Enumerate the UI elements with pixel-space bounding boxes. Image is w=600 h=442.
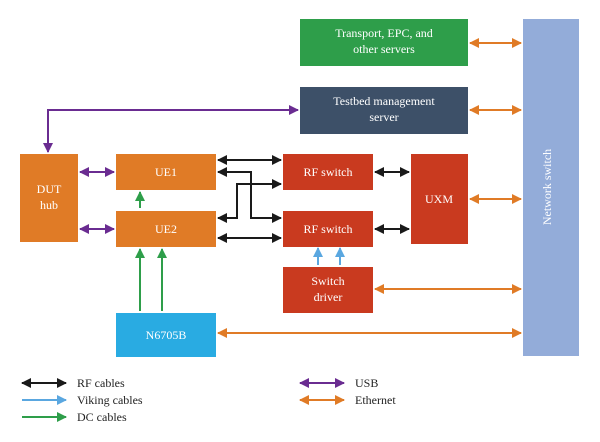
- switch-driver-rect: [283, 267, 373, 313]
- testbed-management-server-label-line1: Testbed management: [333, 94, 435, 108]
- testbed-management-server-box: Testbed management server: [300, 87, 468, 134]
- rf-switch-1-rect: [283, 154, 373, 190]
- transport-epc-servers-label-line1: Transport, EPC, and: [335, 26, 433, 40]
- legend-viking-cables: Viking cables: [22, 393, 143, 407]
- rf-ue2-to-rf-switch-1: [217, 179, 282, 223]
- n6705b-box: N6705B: [116, 313, 216, 357]
- ue1-label: UE1: [155, 165, 177, 179]
- transport-epc-servers-box: Transport, EPC, and other servers: [300, 19, 468, 66]
- legend-dc-cables-label: DC cables: [77, 410, 127, 424]
- transport-epc-servers-label-line2: other servers: [353, 42, 415, 56]
- dut-hub-label-line1: DUT: [37, 182, 62, 196]
- ue2-box: UE2: [116, 211, 216, 247]
- switch-driver-box: Switch driver: [283, 267, 373, 313]
- dut-hub-rect: [20, 154, 78, 242]
- rf-switch-2-rect: [283, 211, 373, 247]
- usb-testbed-to-dut-hub: [43, 105, 299, 153]
- rf-switch-2-box: RF switch: [283, 211, 373, 247]
- rf-switch-1-box: RF switch: [283, 154, 373, 190]
- network-switch-box: Network switch: [523, 19, 579, 356]
- legend-ethernet: Ethernet: [299, 393, 396, 407]
- rf-switch-2-label: RF switch: [303, 222, 352, 236]
- network-switch-rect: [523, 19, 579, 356]
- testbed-management-server-rect: [300, 87, 468, 134]
- legend-viking-cables-label: Viking cables: [77, 393, 143, 407]
- testbed-management-server-label-line2: server: [369, 110, 398, 124]
- ue2-label: UE2: [155, 222, 177, 236]
- legend-rf-cables: RF cables: [21, 376, 125, 390]
- n6705b-label: N6705B: [146, 328, 187, 342]
- legend-usb: USB: [299, 376, 378, 390]
- legend-ethernet-label: Ethernet: [355, 393, 396, 407]
- switch-driver-label-line1: Switch: [311, 274, 344, 288]
- dut-hub-box: DUT hub: [20, 154, 78, 242]
- legend: RF cables Viking cables DC cables USB Et…: [21, 376, 396, 424]
- n6705b-rect: [116, 313, 216, 357]
- uxm-rect: [411, 154, 468, 244]
- dut-hub-label-line2: hub: [40, 198, 58, 212]
- transport-epc-servers-rect: [300, 19, 468, 66]
- ue1-box: UE1: [116, 154, 216, 190]
- ue2-rect: [116, 211, 216, 247]
- network-switch-label: Network switch: [540, 149, 554, 225]
- rf-ue1-to-rf-switch-2: [217, 167, 282, 223]
- switch-driver-label-line2: driver: [314, 290, 343, 304]
- uxm-box: UXM: [411, 154, 468, 244]
- connectors: [43, 38, 522, 338]
- uxm-label: UXM: [425, 192, 453, 206]
- ue1-rect: [116, 154, 216, 190]
- rf-switch-1-label: RF switch: [303, 165, 352, 179]
- legend-rf-cables-label: RF cables: [77, 376, 125, 390]
- legend-usb-label: USB: [355, 376, 378, 390]
- legend-dc-cables: DC cables: [22, 410, 127, 424]
